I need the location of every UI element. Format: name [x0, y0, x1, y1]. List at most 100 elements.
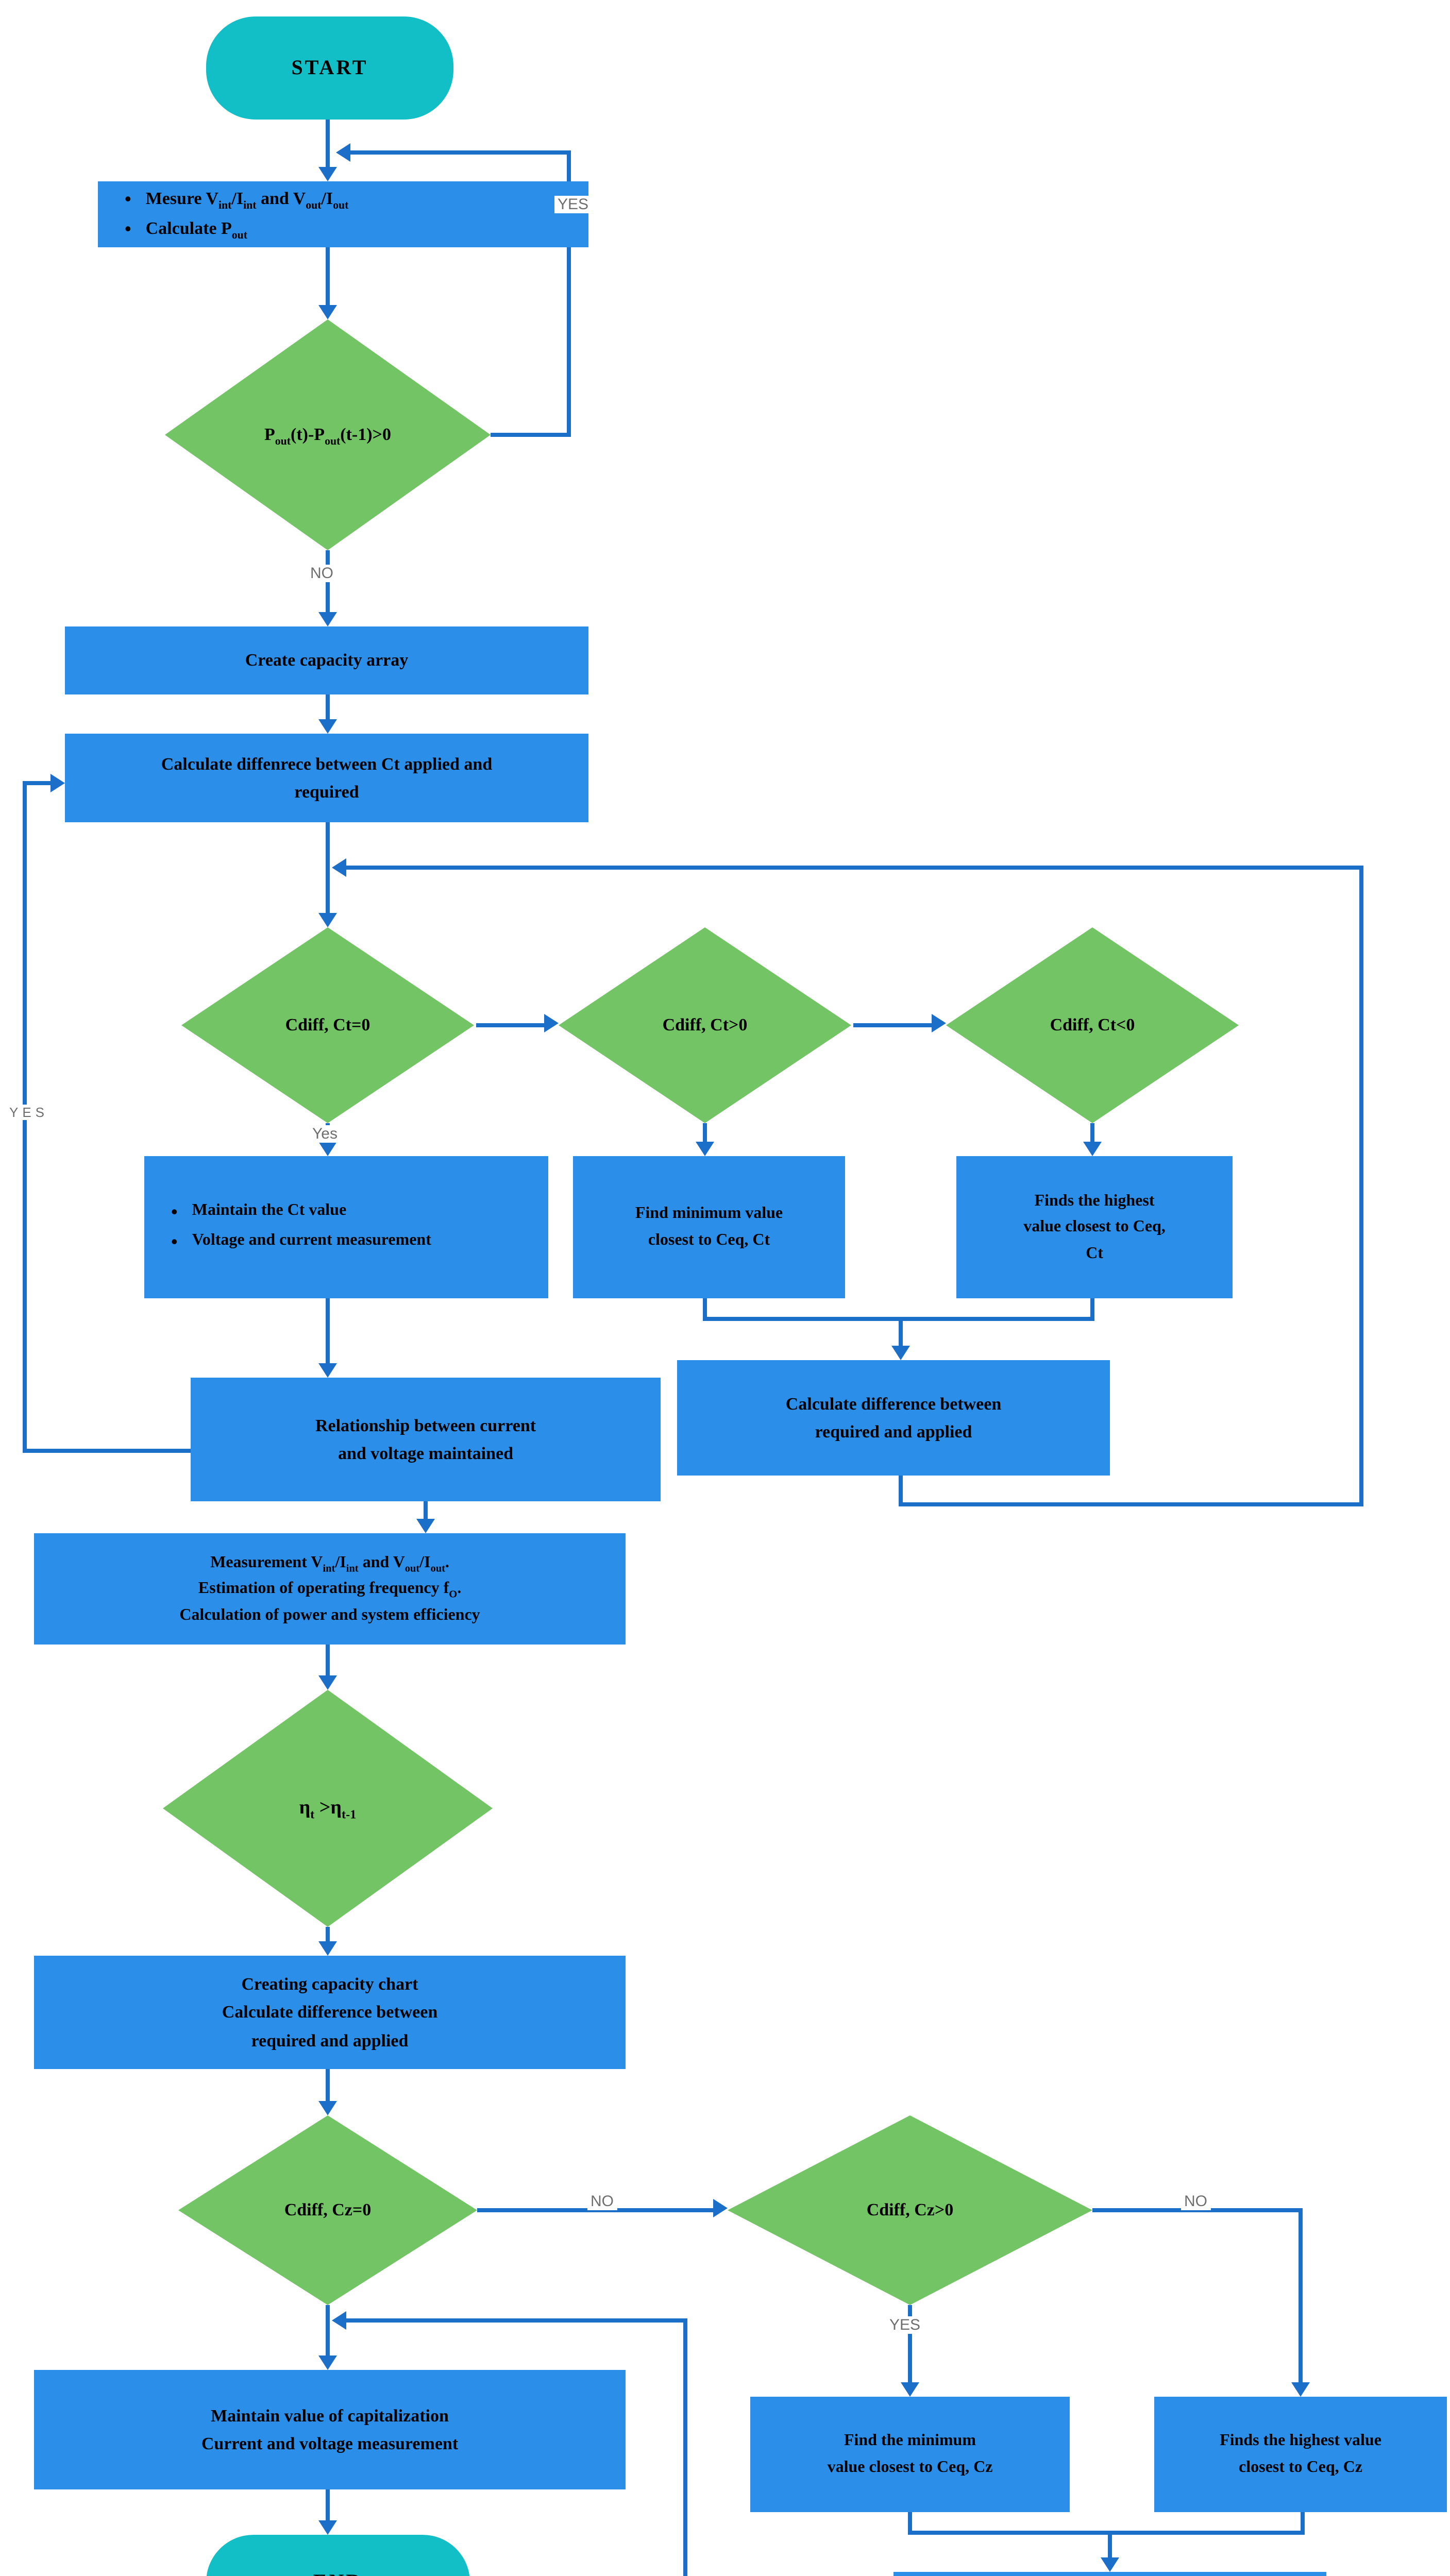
- connector-cz-gt0-no: [1092, 2208, 1303, 2212]
- maintain-ct-box: Maintain the Ct value Voltage and curren…: [144, 1156, 548, 1298]
- arrowhead-into-findmax-cz: [1291, 2382, 1310, 2397]
- connector-bottom-feedback-v: [683, 2318, 687, 2576]
- connector-create-to-calcdiff: [326, 694, 330, 719]
- find-max-cz-box: Finds the highest value closest to Ceq, …: [1154, 2397, 1447, 2512]
- connector-findmax-ct-down: [1090, 1298, 1094, 1319]
- bullet-icon: [171, 1197, 192, 1227]
- yes-label-top-loop: YES: [554, 196, 592, 213]
- connector-calcreq1-down: [899, 1476, 903, 1506]
- arrowhead-into-creating-chart: [318, 1941, 337, 1956]
- connector-measure-to-pout: [326, 247, 330, 305]
- connector-maintain-to-end: [326, 2489, 330, 2520]
- connector-yes-loop-top: [350, 150, 571, 155]
- maintain-ct-bullet-2: Voltage and current measurement: [171, 1227, 431, 1257]
- bullet-icon: [125, 184, 146, 214]
- arrowhead-into-find-min-ct: [696, 1142, 714, 1156]
- connector-left-loop-bottom: [23, 1449, 191, 1453]
- find-max-ct-line2: value closest to Ceq,: [1023, 1218, 1166, 1236]
- end-terminal: END: [206, 2535, 470, 2576]
- arrowhead-into-calcreq1: [891, 1346, 910, 1360]
- yes-label-ct: Yes: [309, 1125, 341, 1143]
- connector-findmin-cz-down: [908, 2512, 912, 2533]
- creating-chart-box: Creating capacity chart Calculate differ…: [34, 1956, 626, 2069]
- eta-decision-diamond: ηt >ηt-1: [163, 1690, 493, 1927]
- find-max-cz-line2: closest to Ceq, Cz: [1239, 2459, 1362, 2476]
- connector-merge-cz: [908, 2531, 1305, 2535]
- find-min-cz-box: Find the minimum value closest to Ceq, C…: [750, 2397, 1070, 2512]
- arrowhead-left-loop-into-calcdiff: [50, 774, 65, 792]
- arrowhead-bottom-feedback: [332, 2311, 346, 2330]
- cz-eq0-label: Cdiff, Cz=0: [284, 2200, 372, 2219]
- connector-feedback-top: [346, 866, 1363, 870]
- connector-findmax-cz-down: [1301, 2512, 1305, 2533]
- arrowhead-into-findmin-cz: [901, 2382, 919, 2397]
- cz-gt0-label: Cdiff, Cz>0: [866, 2200, 954, 2219]
- calc-diff-req1-line1: Calculate difference between: [785, 1394, 1002, 1414]
- arrowhead-into-find-max-ct: [1083, 1142, 1102, 1156]
- no-label-cz-eq0: NO: [587, 2193, 617, 2210]
- ct-lt0-diamond: Cdiff, Ct<0: [946, 927, 1239, 1123]
- find-max-ct-line1: Finds the highest: [1034, 1192, 1155, 1210]
- start-label: START: [291, 56, 368, 79]
- creating-chart-line1: Creating capacity chart: [241, 1974, 418, 1994]
- creating-chart-line3: required and applied: [251, 2030, 409, 2050]
- no-label-pout: NO: [307, 565, 336, 582]
- arrowhead-yes-loop-return: [336, 143, 350, 162]
- maintain-cap-line2: Current and voltage measurement: [201, 2434, 459, 2453]
- pout-decision-diamond: Pout(t)-Pout(t-1)>0: [165, 319, 491, 550]
- create-array-box: Create capacity array: [65, 626, 588, 694]
- connector-findmin-ct-down: [703, 1298, 707, 1319]
- create-array-label: Create capacity array: [245, 650, 409, 670]
- no-label-cz-gt0: NO: [1181, 2193, 1210, 2210]
- cz-eq0-diamond: Cdiff, Cz=0: [178, 2115, 477, 2305]
- connector-yes-loop-from-diamond: [491, 433, 571, 437]
- calc-diff-ct-line2: required: [294, 782, 359, 802]
- connector-chart-to-cz: [326, 2069, 330, 2101]
- find-min-ct-line2: closest to Ceq, Ct: [648, 1231, 770, 1249]
- connector-ct-gt0-down: [703, 1123, 707, 1142]
- arrowhead-into-end: [318, 2520, 337, 2535]
- calc-diff-req2-box: Calculate difference between required an…: [893, 2572, 1326, 2576]
- connector-cz-gt0-yes: [908, 2305, 912, 2382]
- measure-box: Mesure Vint/Iint and Vout/Iout Calculate…: [98, 181, 588, 247]
- connector-cz-eq0-no: [477, 2208, 713, 2212]
- find-max-ct-box: Finds the highest value closest to Ceq, …: [956, 1156, 1233, 1298]
- connector-cz-eq0-to-maintain: [326, 2305, 330, 2355]
- ct-eq0-label: Cdiff, Ct=0: [285, 1015, 370, 1035]
- connector-bottom-feedback-h: [346, 2318, 685, 2323]
- calc-diff-req1-line2: required and applied: [815, 1422, 972, 1442]
- arrowhead-into-calcreq2: [1101, 2557, 1119, 2572]
- ct-eq0-diamond: Cdiff, Ct=0: [181, 927, 474, 1123]
- calc-diff-ct-box: Calculate diffenrece between Ct applied …: [65, 734, 588, 822]
- creating-chart-line2: Calculate difference between: [222, 2002, 438, 2022]
- cz-gt0-diamond: Cdiff, Cz>0: [728, 2115, 1092, 2305]
- find-min-ct-line1: Find minimum value: [635, 1205, 783, 1223]
- connector-eta-down: [326, 1927, 330, 1941]
- arrowhead-into-create-array: [318, 612, 337, 626]
- connector-ct-lt0-down: [1090, 1123, 1094, 1142]
- arrowhead-into-cz-eq0: [318, 2101, 337, 2115]
- connector-ct-gt0-to-lt0: [853, 1023, 932, 1027]
- measurement-box: Measurement Vint/Iint and Vout/Iout. Est…: [34, 1533, 626, 1645]
- arrowhead-into-maintain-ct: [318, 1142, 337, 1156]
- yes-label-left-loop: YES: [6, 1105, 52, 1120]
- measure-bullet-1: Mesure Vint/Iint and Vout/Iout: [125, 184, 349, 214]
- connector-maintainct-to-relationship: [326, 1298, 330, 1363]
- ct-gt0-label: Cdiff, Ct>0: [662, 1015, 748, 1035]
- relationship-box: Relationship between current and voltage…: [191, 1378, 661, 1501]
- measurement-line2: Estimation of operating frequency fO.: [198, 1580, 462, 1601]
- maintain-cap-line1: Maintain value of capitalization: [211, 2405, 449, 2426]
- arrowhead-into-ct-lt0: [932, 1014, 946, 1032]
- measurement-line3: Calculation of power and system efficien…: [179, 1606, 480, 1624]
- measure-bullet-2: Calculate Pout: [125, 214, 247, 244]
- relationship-line1: Relationship between current: [315, 1415, 536, 1435]
- connector-feedback-bottom: [901, 1502, 1363, 1506]
- find-min-cz-line1: Find the minimum: [844, 2432, 976, 2450]
- find-min-ct-box: Find minimum value closest to Ceq, Ct: [573, 1156, 845, 1298]
- connector-merge-to-calcreq1: [899, 1317, 903, 1346]
- connector-merge-to-calcreq2: [1108, 2531, 1112, 2557]
- eta-decision-label: ηt >ηt-1: [299, 1797, 357, 1822]
- bullet-icon: [125, 214, 146, 244]
- maintain-cap-box: Maintain value of capitalization Current…: [34, 2370, 626, 2489]
